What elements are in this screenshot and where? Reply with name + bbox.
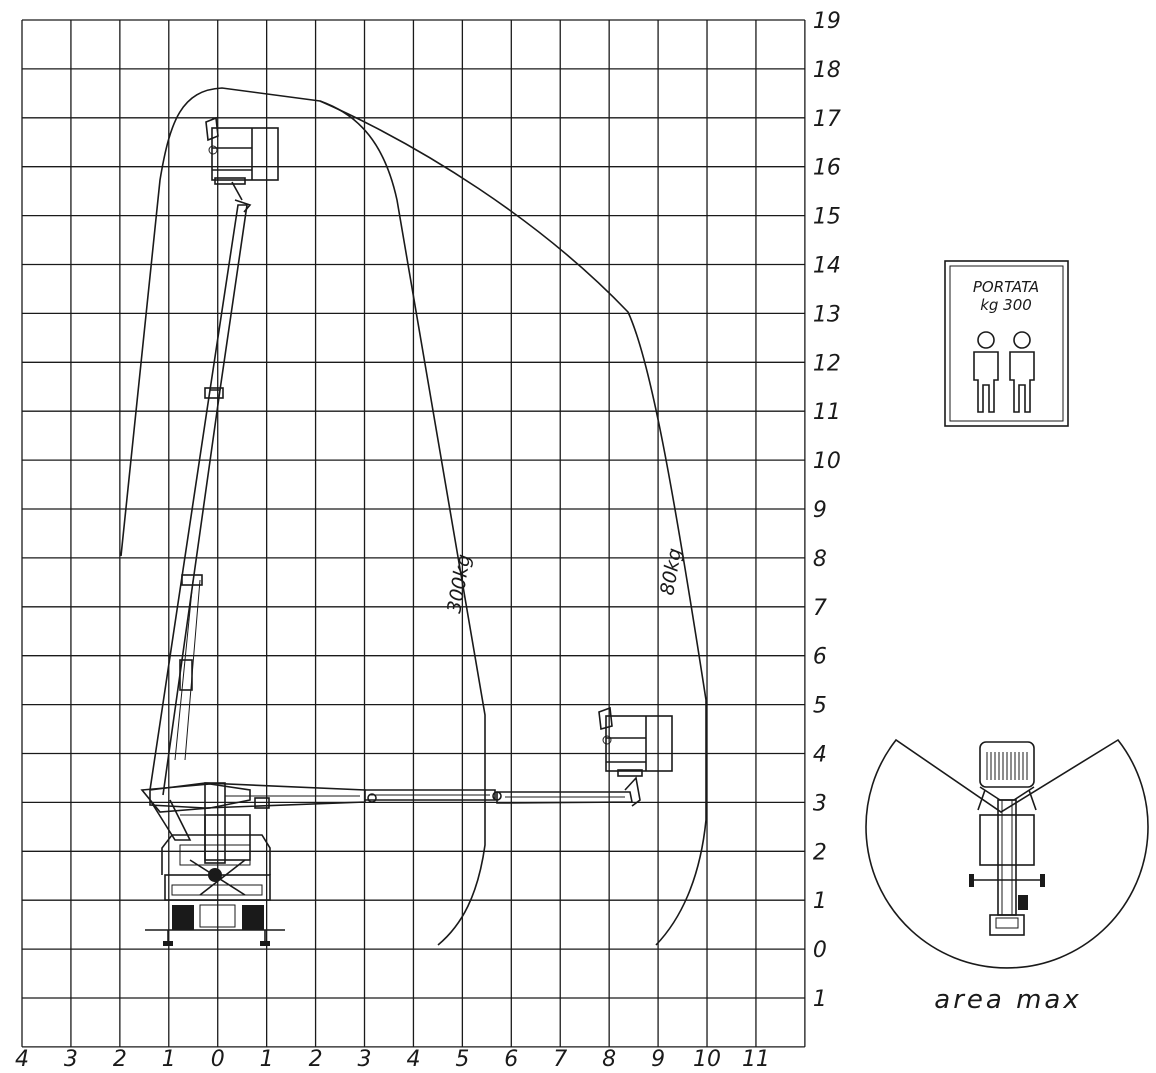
y-axis-tick-label: 17 bbox=[813, 107, 841, 132]
y-axis-tick-label: 0 bbox=[813, 938, 827, 963]
area-max-view: area max bbox=[865, 738, 1149, 1015]
x-axis-tick-label: 11 bbox=[742, 1047, 770, 1072]
y-axis-tick-label: 8 bbox=[813, 547, 827, 572]
y-axis-tick-label: 13 bbox=[813, 302, 841, 327]
y-axis-tick-label: 1 bbox=[813, 987, 827, 1012]
y-axis-tick-label: 6 bbox=[813, 645, 827, 670]
y-axis-tick-label: 15 bbox=[813, 205, 841, 230]
x-axis-tick-label: 2 bbox=[113, 1047, 127, 1072]
horizontal-boom bbox=[149, 776, 641, 809]
x-axis-tick-label: 8 bbox=[602, 1047, 616, 1072]
x-axis-tick-label: 3 bbox=[358, 1047, 372, 1072]
x-axis-tick-label: 10 bbox=[693, 1047, 721, 1072]
x-axis-tick-label: 0 bbox=[211, 1047, 225, 1072]
vertical-boom bbox=[149, 181, 252, 796]
capacity-sign-title: PORTATA bbox=[973, 278, 1039, 296]
y-axis-tick-label: 18 bbox=[813, 58, 841, 83]
y-axis-tick-label: 2 bbox=[813, 840, 827, 865]
y-axis-tick-label: 5 bbox=[813, 694, 827, 719]
outer-envelope-80kg bbox=[120, 87, 707, 946]
x-axis-tick-label: 1 bbox=[260, 1047, 274, 1072]
area-max-caption: area max bbox=[934, 985, 1081, 1015]
top-basket bbox=[205, 116, 279, 185]
outer-envelope-label: 80kg bbox=[656, 547, 686, 597]
low-basket bbox=[598, 706, 673, 777]
x-axis-tick-label: 6 bbox=[504, 1047, 518, 1072]
y-axis-tick-label: 11 bbox=[813, 400, 841, 425]
y-axis-tick-label: 1 bbox=[813, 889, 827, 914]
y-axis-tick-label: 19 bbox=[813, 9, 841, 34]
x-axis-tick-label: 4 bbox=[15, 1047, 29, 1072]
x-axis-tick-label: 1 bbox=[162, 1047, 176, 1072]
y-axis-tick-label: 4 bbox=[813, 743, 827, 768]
x-axis-tick-label: 3 bbox=[64, 1047, 78, 1072]
two-persons-icon bbox=[973, 331, 1035, 413]
y-axis-tick-label: 14 bbox=[813, 254, 841, 279]
x-axis-tick-label: 5 bbox=[455, 1047, 469, 1072]
x-axis-tick-label: 9 bbox=[651, 1047, 665, 1072]
y-axis-tick-label: 16 bbox=[813, 156, 841, 181]
x-axis-tick-label: 7 bbox=[553, 1047, 567, 1072]
inner-envelope-label: 300kg bbox=[443, 553, 475, 615]
area-max-machine-top-view bbox=[969, 741, 1045, 936]
vehicle-chassis bbox=[145, 814, 285, 946]
y-axis-tick-label: 9 bbox=[813, 498, 827, 523]
inner-envelope-300kg bbox=[319, 100, 486, 946]
x-axis-tick-label: 2 bbox=[309, 1047, 323, 1072]
capacity-sign-load: kg 300 bbox=[980, 296, 1032, 314]
y-axis-tick-label: 3 bbox=[813, 791, 827, 816]
grid bbox=[21, 19, 806, 1048]
y-axis-tick-label: 10 bbox=[813, 449, 841, 474]
y-axis-tick-label: 7 bbox=[813, 596, 827, 621]
y-axis-tick-label: 12 bbox=[813, 351, 841, 376]
x-axis-tick-label: 4 bbox=[406, 1047, 420, 1072]
capacity-sign: PORTATA kg 300 bbox=[944, 260, 1069, 427]
